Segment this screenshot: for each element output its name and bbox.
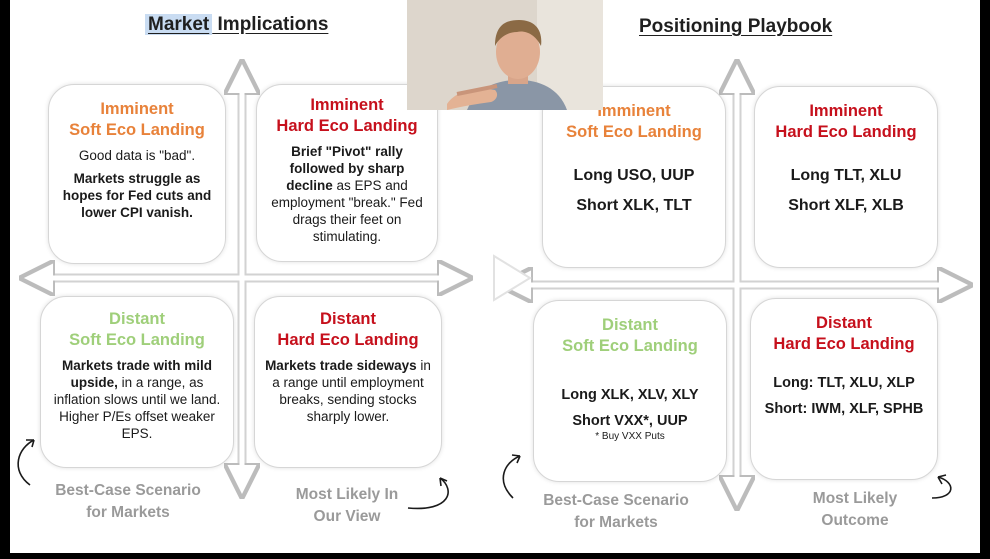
right-title: Positioning Playbook bbox=[639, 16, 833, 37]
card-text-bold: Markets struggle as hopes for Fed cuts a… bbox=[62, 171, 212, 220]
position-long: Long USO, UUP bbox=[573, 167, 695, 184]
position-short: Short XLF, XLB bbox=[788, 197, 904, 214]
position-note: * Buy VXX Puts bbox=[595, 431, 665, 442]
position-long: Long TLT, XLU bbox=[790, 167, 902, 184]
left-title: Market Implications bbox=[145, 14, 328, 36]
quadrant-axes bbox=[17, 0, 980, 553]
card-text: Brief "Pivot" rally followed by sharp de… bbox=[271, 144, 423, 244]
position-short: Short: IWM, XLF, SPHB bbox=[764, 401, 924, 417]
card-text: Good data is "bad". bbox=[78, 148, 196, 163]
card-text: Markets trade sideways in a range until … bbox=[265, 358, 431, 424]
title-highlight: Market bbox=[145, 14, 213, 35]
position-short: Short XLK, TLT bbox=[576, 197, 692, 214]
presenter-webcam bbox=[407, 0, 603, 110]
card-text: Markets trade with mild upside, in a ran… bbox=[53, 358, 221, 441]
player-bottom-bar bbox=[0, 553, 990, 559]
play-button[interactable] bbox=[480, 248, 540, 308]
slide: Market Implications Positioning Playbook… bbox=[10, 0, 980, 553]
presenter-icon bbox=[407, 0, 603, 110]
position-long: Long: TLT, XLU, XLP bbox=[773, 375, 915, 391]
curved-arrow-icon bbox=[17, 439, 952, 510]
position-short: Short VXX*, UUP bbox=[572, 413, 688, 429]
play-icon bbox=[493, 254, 532, 302]
position-long: Long XLK, XLV, XLY bbox=[561, 387, 699, 403]
title-rest: Implications bbox=[212, 14, 329, 35]
